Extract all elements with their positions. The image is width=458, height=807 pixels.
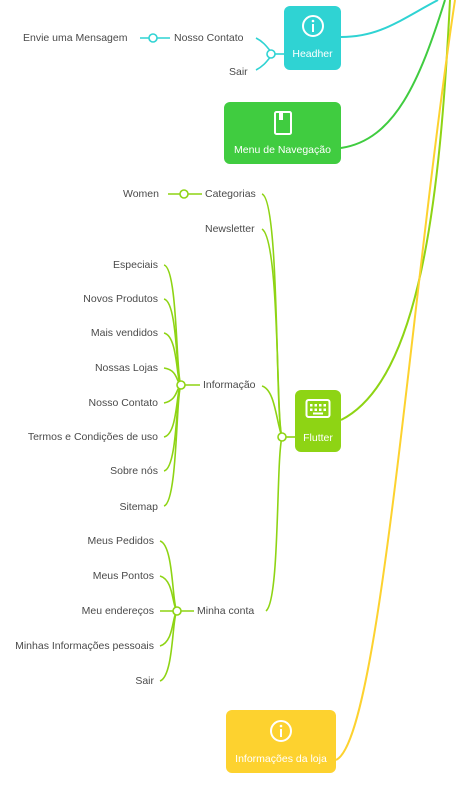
link-flutter [340,0,451,421]
label-meu-enderecos[interactable]: Meu endereços [81,605,154,617]
label-minha-conta[interactable]: Minha conta [197,605,255,617]
label-termos[interactable]: Termos e Condições de uso [27,431,158,443]
label-nosso-contato[interactable]: Nosso Contato [174,32,244,44]
label-meus-pedidos[interactable]: Meus Pedidos [87,535,154,547]
label-meus-pontos[interactable]: Meus Pontos [92,570,154,582]
label-categorias[interactable]: Categorias [205,188,256,200]
info-icon [270,720,292,742]
label-mais-vendidos[interactable]: Mais vendidos [90,327,158,339]
node-menu-label: Menu de Navegação [234,144,331,156]
label-newsletter[interactable]: Newsletter [205,223,255,235]
label-sair-header[interactable]: Sair [229,66,248,78]
label-sitemap[interactable]: Sitemap [119,501,158,513]
label-envie-mensagem[interactable]: Envie uma Mensagem [23,32,128,44]
label-nosso-contato-info[interactable]: Nosso Contato [88,397,158,409]
node-flutter[interactable]: Flutter [295,390,341,452]
info-icon [301,15,324,37]
node-info-loja-label: Informações da loja [235,753,327,765]
node-menu[interactable]: Menu de Navegação [224,102,341,164]
link-menu [340,0,446,149]
label-minhas-informacoes[interactable]: Minhas Informações pessoais [15,640,154,652]
node-header-label: Headher [292,48,333,60]
label-novos-produtos[interactable]: Novos Produtos [83,293,158,305]
link-header [340,0,439,38]
node-info-loja[interactable]: Informações da loja [226,710,336,773]
label-nossas-lojas[interactable]: Nossas Lojas [94,362,158,374]
book-icon [273,111,292,135]
keyboard-icon [305,399,331,418]
link-info-loja [335,0,456,761]
node-flutter-label: Flutter [303,432,333,444]
label-sair-conta[interactable]: Sair [135,675,154,687]
label-especiais[interactable]: Especiais [113,259,158,271]
label-women[interactable]: Women [123,188,159,200]
node-header[interactable]: Headher [284,6,341,70]
label-informacao[interactable]: Informação [203,379,256,391]
label-sobre-nos[interactable]: Sobre nós [110,465,158,477]
